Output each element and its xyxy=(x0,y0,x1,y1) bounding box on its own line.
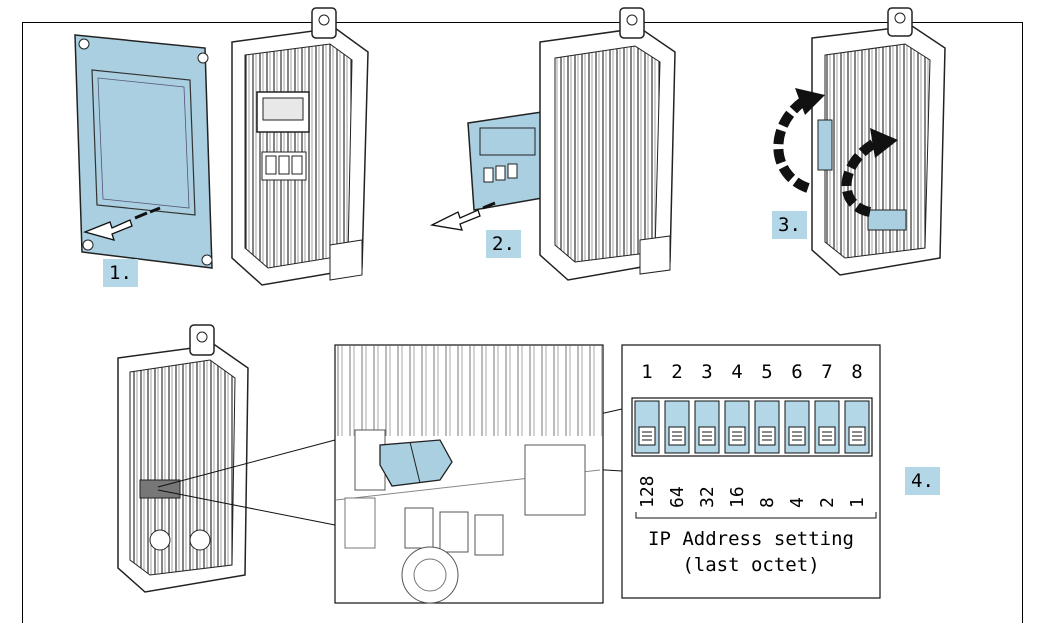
dip-position-4: 4 xyxy=(727,361,747,383)
dip-weight-6: 4 xyxy=(787,497,808,508)
step-3-label: 3. xyxy=(772,211,807,239)
dip-position-3: 3 xyxy=(697,361,717,383)
dip-switch-4 xyxy=(725,401,749,453)
step-2-label: 2. xyxy=(486,230,521,258)
dip-weight-2: 64 xyxy=(667,486,688,508)
dip-position-5: 5 xyxy=(757,361,777,383)
step2-arrow xyxy=(432,203,495,230)
dip-position-6: 6 xyxy=(787,361,807,383)
ip-address-caption: IP Address setting (last octet) xyxy=(626,526,876,578)
dip-position-1: 1 xyxy=(637,361,657,383)
dip-weight-8: 1 xyxy=(847,497,868,508)
dip-switch-5 xyxy=(755,401,779,453)
dip-switch-7 xyxy=(815,401,839,453)
dip-position-2: 2 xyxy=(667,361,687,383)
dip-weight-7: 2 xyxy=(817,497,838,508)
caption-line-1: IP Address setting xyxy=(626,526,876,552)
dip-weight-1: 128 xyxy=(637,475,658,508)
dip-weight-3: 32 xyxy=(697,486,718,508)
step1-housing xyxy=(232,8,368,285)
step-1-label: 1. xyxy=(103,259,138,287)
step-4-label: 4. xyxy=(905,467,940,495)
dip-weight-5: 8 xyxy=(757,497,778,508)
detail-zoom-box xyxy=(335,345,603,603)
step4-housing xyxy=(118,325,248,592)
dip-switch-1 xyxy=(635,401,659,453)
dip-switch-6 xyxy=(785,401,809,453)
dip-position-8: 8 xyxy=(847,361,867,383)
dip-switch-2 xyxy=(665,401,689,453)
dip-switch-3 xyxy=(695,401,719,453)
step2-housing xyxy=(540,8,675,280)
caption-line-2: (last octet) xyxy=(626,552,876,578)
dip-weight-4: 16 xyxy=(727,486,748,508)
dip-position-7: 7 xyxy=(817,361,837,383)
dip-switch-8 xyxy=(845,401,869,453)
